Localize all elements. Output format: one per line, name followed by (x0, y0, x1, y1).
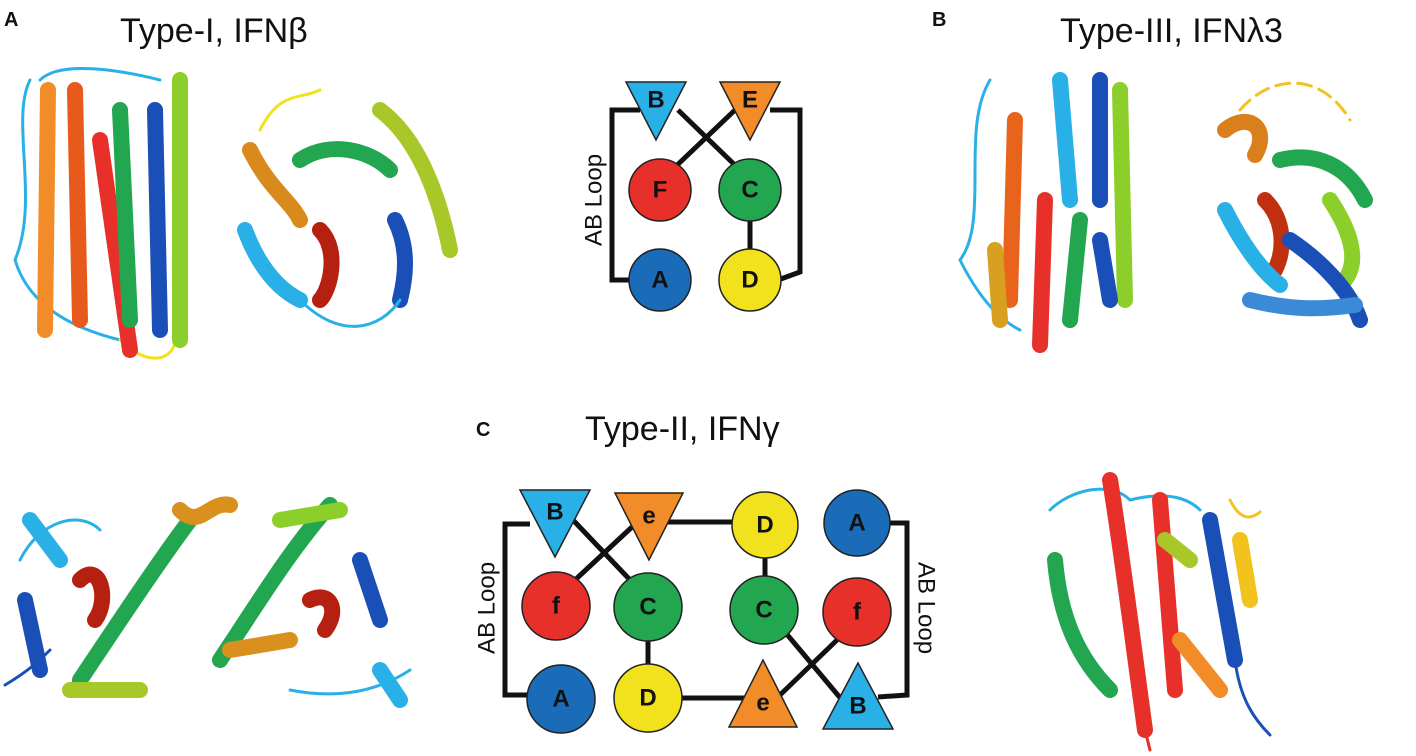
helix-f-label-2: f (853, 599, 862, 626)
f-e-cross (778, 638, 839, 697)
b-c-cross (571, 518, 634, 584)
helix-a-circle-2 (526, 664, 596, 734)
panel-letter-a: A (4, 9, 18, 31)
e-f-cross (573, 525, 634, 582)
panel-letter-c: C (476, 419, 490, 441)
ifn-gamma-dimer-ribbon (3, 496, 412, 708)
helix-a-circle (628, 248, 692, 312)
ab-loop-connector (609, 107, 640, 283)
helix-d-label: D (741, 267, 758, 294)
panel-title-b: Type-III, IFNλ3 (1060, 12, 1283, 50)
ef-connector (770, 107, 803, 283)
topology-diagram-type-ii: AB Loop AB Loop B e D A f C C f A D e B (474, 489, 940, 734)
helix-d-label-2: D (639, 685, 656, 712)
helix-f-circle (521, 571, 591, 641)
helix-b-label-2: B (849, 693, 866, 720)
helix-b-label: B (647, 87, 664, 114)
helix-d-circle (731, 491, 799, 559)
helix-a-circle (823, 489, 891, 557)
helix-a-label-2: A (552, 686, 569, 713)
panel-title-c: Type-II, IFNγ (585, 410, 780, 448)
helix-c-label: C (741, 177, 758, 204)
left-ab-loop-label: AB Loop (474, 562, 501, 654)
helix-c-circle (718, 158, 782, 222)
helix-a-label: A (651, 267, 668, 294)
panel-title-a: Type-I, IFNβ (120, 12, 308, 50)
helix-c-circle (613, 572, 683, 642)
helix-b-triangle (518, 489, 592, 559)
panel-letter-b: B (932, 9, 946, 31)
helix-d-label: D (756, 512, 773, 539)
helix-e-triangle (718, 81, 782, 142)
ifn-lambda3-ribbon-top (1217, 81, 1373, 328)
ifn-gamma-monomer-ribbon (1047, 472, 1272, 752)
helix-c-circle-2 (729, 575, 799, 645)
helix-e-triangle-2 (727, 658, 799, 728)
helix-a-label: A (848, 510, 865, 537)
helix-e-label: e (642, 503, 655, 530)
ab-loop-label: AB Loop (581, 154, 608, 246)
helix-f-circle (628, 158, 692, 222)
helix-b-label: B (546, 499, 563, 526)
bc-connector (676, 108, 742, 172)
helix-e-triangle (613, 492, 685, 562)
topology-diagram-type-i: AB Loop B E F C A D (581, 81, 803, 312)
ifn-beta-ribbon-side (13, 66, 188, 360)
helix-e-label: E (742, 87, 758, 114)
helix-b-triangle-2 (821, 661, 895, 730)
helix-d-circle-2 (613, 663, 683, 733)
ef-cross-connector (670, 108, 737, 172)
helix-c-label: C (639, 594, 656, 621)
left-ab-loop-connector (502, 521, 530, 698)
helix-f-circle-2 (822, 577, 892, 647)
helix-c-label-2: C (755, 597, 772, 624)
right-ab-loop-label: AB Loop (913, 562, 940, 654)
helix-f-label: F (653, 177, 668, 204)
ifn-lambda3-ribbon-side (958, 72, 1133, 353)
helix-e-label-2: e (756, 690, 769, 717)
ifn-beta-ribbon-top (237, 88, 458, 328)
helix-d-circle (718, 248, 782, 312)
helix-b-triangle (624, 81, 688, 142)
right-ab-loop-connector (877, 520, 910, 700)
helix-f-label: f (552, 593, 561, 620)
